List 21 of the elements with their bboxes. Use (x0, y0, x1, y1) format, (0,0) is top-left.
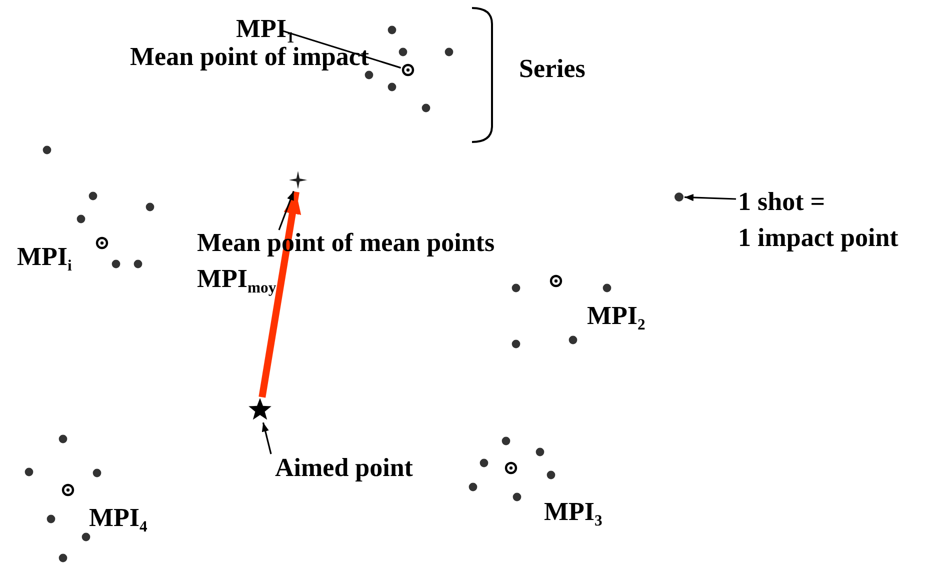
four-point-star-icon (286, 168, 310, 192)
leader-arrow (278, 190, 294, 230)
series-label: Series (519, 54, 586, 84)
mpi-label: MPI$_{moy}$ (197, 264, 276, 294)
mean-point-marker (96, 236, 108, 250)
mean-point-label: Mean point of impact (130, 42, 370, 72)
leader-line (282, 30, 402, 69)
leader-arrow (684, 194, 736, 202)
aimed-point-label: Aimed point (275, 453, 413, 483)
star-icon (248, 398, 272, 420)
mean-point-marker (550, 274, 562, 288)
impact-dot (674, 192, 684, 202)
mpi-label: MPI$_{i}$ (17, 242, 72, 272)
leader-arrow (262, 422, 272, 454)
mpi-label: MPI$_{2}$ (587, 301, 646, 331)
mean-point-marker (504, 462, 518, 474)
mpi-label: MPI$_{4}$ (89, 503, 148, 533)
shot-note: 1 shot = 1 impact point (738, 184, 898, 256)
mean-point-marker (402, 64, 414, 76)
mpi-label: MPI$_{3}$ (544, 497, 602, 527)
mean-point-marker (62, 484, 74, 496)
